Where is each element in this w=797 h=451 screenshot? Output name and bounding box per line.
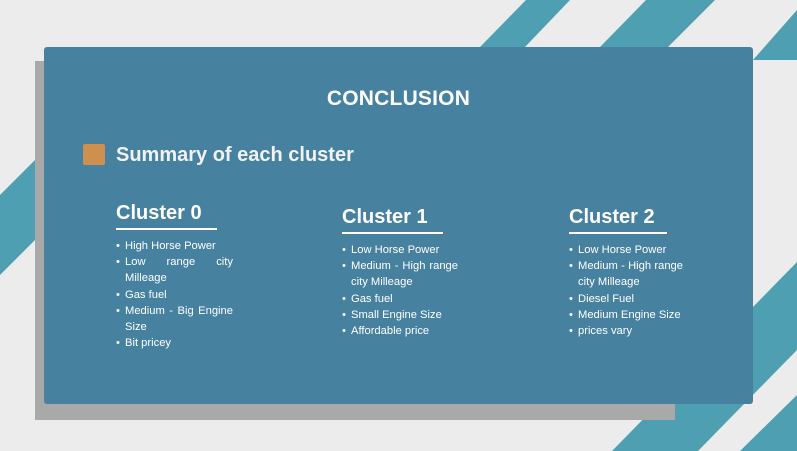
heading-underline [569, 232, 667, 234]
list-item: Gas fuel [342, 291, 458, 307]
list-item: Medium Engine Size [569, 307, 683, 323]
stripe-bottom-right-2 [740, 395, 797, 451]
list-item: Affordable price [342, 323, 458, 339]
cluster-1: Cluster 1 Low Horse Power Medium - High … [342, 205, 458, 339]
list-item: High Horse Power [116, 238, 233, 254]
list-item: prices vary [569, 323, 683, 339]
stripe-right-edge [753, 10, 797, 60]
list-item: Gas fuel [116, 287, 233, 303]
cluster-0: Cluster 0 High Horse Power Low range cit… [116, 201, 233, 352]
list-item: Diesel Fuel [569, 291, 683, 307]
cluster-heading: Cluster 2 [569, 206, 655, 228]
cluster-list: High Horse Power Low range city Milleage… [116, 238, 233, 352]
heading-underline [116, 228, 217, 230]
list-item: Low range city Milleage [116, 254, 233, 286]
list-item: Low Horse Power [342, 242, 458, 258]
accent-square-icon [83, 144, 105, 165]
stripe-top-right [600, 0, 715, 47]
list-item: Medium - High range city Milleage [569, 258, 683, 290]
stripe-top-left [480, 0, 570, 47]
list-item: Medium - High range city Milleage [342, 258, 458, 290]
list-item: Bit pricey [116, 335, 233, 351]
cluster-heading: Cluster 1 [342, 206, 428, 228]
cluster-heading: Cluster 0 [116, 202, 202, 224]
stripe-left-middle [0, 160, 35, 275]
list-item: Low Horse Power [569, 242, 683, 258]
slide-subtitle: Summary of each cluster [116, 144, 354, 166]
cluster-2: Cluster 2 Low Horse Power Medium - High … [569, 205, 683, 339]
cluster-list: Low Horse Power Medium - High range city… [569, 242, 683, 339]
list-item: Medium - Big Engine Size [116, 303, 233, 335]
cluster-list: Low Horse Power Medium - High range city… [342, 242, 458, 339]
heading-underline [342, 232, 443, 234]
slide-title: CONCLUSION [326, 87, 471, 110]
list-item: Small Engine Size [342, 307, 458, 323]
